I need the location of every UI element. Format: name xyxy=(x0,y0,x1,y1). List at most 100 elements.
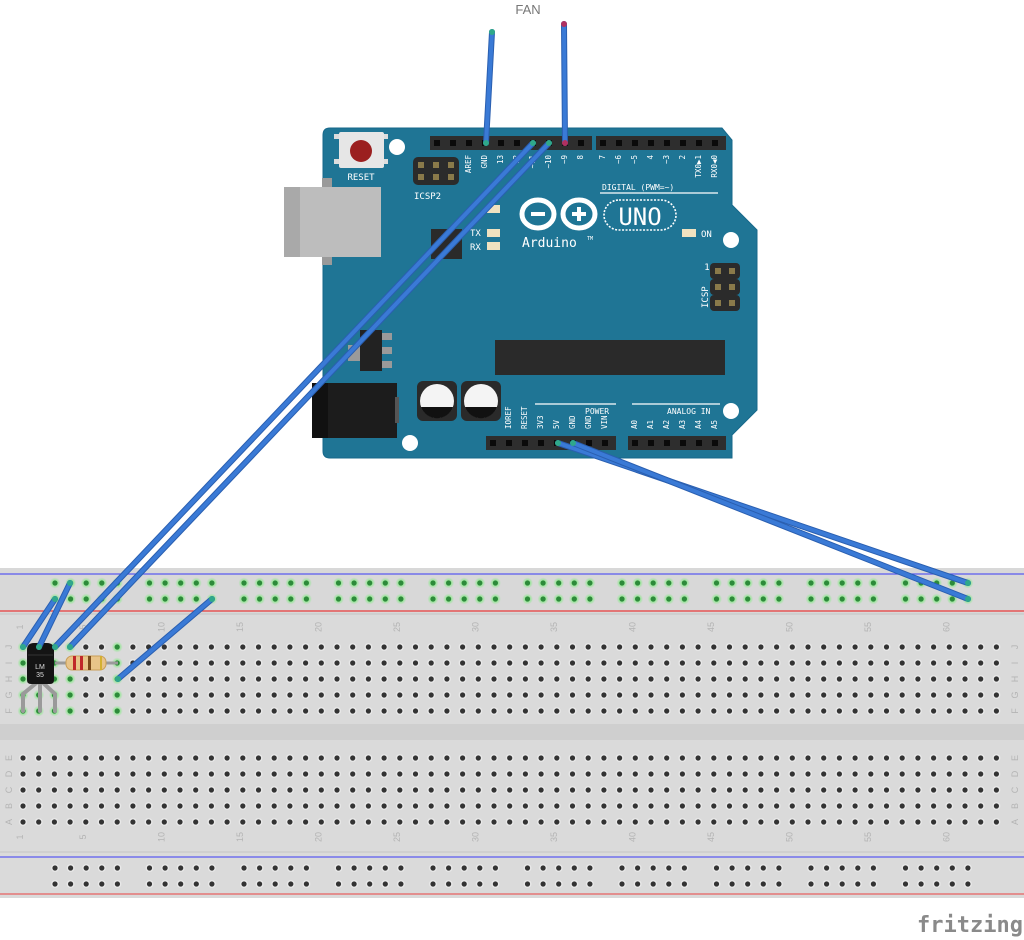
breadboard-hole[interactable] xyxy=(193,660,199,666)
breadboard-hole[interactable] xyxy=(679,755,686,761)
breadboard-hole[interactable] xyxy=(650,865,656,871)
breadboard-hole[interactable] xyxy=(146,865,153,871)
breadboard-hole[interactable] xyxy=(711,755,717,761)
breadboard-hole[interactable] xyxy=(161,787,167,793)
breadboard-hole[interactable] xyxy=(444,692,450,698)
breadboard-hole[interactable] xyxy=(726,803,733,809)
breadboard-hole[interactable] xyxy=(978,676,984,682)
breadboard-hole[interactable] xyxy=(67,771,73,777)
breadboard-hole[interactable] xyxy=(208,771,214,777)
breadboard-hole[interactable] xyxy=(601,819,607,825)
breadboard-hole[interactable] xyxy=(161,771,167,777)
breadboard-hole[interactable] xyxy=(461,580,467,586)
breadboard-hole[interactable] xyxy=(303,771,309,777)
breadboard-hole[interactable] xyxy=(114,787,120,793)
breadboard-hole[interactable] xyxy=(83,787,89,793)
breadboard-hole[interactable] xyxy=(351,580,357,586)
breadboard-hole[interactable] xyxy=(918,596,924,602)
breadboard-hole[interactable] xyxy=(587,596,593,602)
breadboard-hole[interactable] xyxy=(381,708,387,714)
breadboard-hole[interactable] xyxy=(726,819,733,825)
breadboard-hole[interactable] xyxy=(271,803,277,809)
breadboard-hole[interactable] xyxy=(742,803,748,809)
breadboard-hole[interactable] xyxy=(271,660,277,666)
breadboard-hole[interactable] xyxy=(491,708,497,714)
breadboard-hole[interactable] xyxy=(868,771,874,777)
breadboard-hole[interactable] xyxy=(272,865,278,871)
breadboard-hole[interactable] xyxy=(601,692,607,698)
breadboard-hole[interactable] xyxy=(711,692,717,698)
breadboard-hole[interactable] xyxy=(554,644,560,650)
breadboard-hole[interactable] xyxy=(428,692,434,698)
breadboard-hole[interactable] xyxy=(20,819,26,825)
breadboard-hole[interactable] xyxy=(824,865,830,871)
breadboard-hole[interactable] xyxy=(758,708,764,714)
breadboard-hole[interactable] xyxy=(554,771,560,777)
breadboard-hole[interactable] xyxy=(522,787,529,793)
breadboard-hole[interactable] xyxy=(695,676,701,682)
breadboard-hole[interactable] xyxy=(538,771,544,777)
breadboard-hole[interactable] xyxy=(883,708,890,714)
breadboard-hole[interactable] xyxy=(130,755,136,761)
breadboard-hole[interactable] xyxy=(99,580,105,586)
breadboard-hole[interactable] xyxy=(318,803,324,809)
breadboard-hole[interactable] xyxy=(428,771,434,777)
breadboard-hole[interactable] xyxy=(664,771,670,777)
breadboard-hole[interactable] xyxy=(868,803,874,809)
header-pin[interactable] xyxy=(712,140,718,146)
breadboard-hole[interactable] xyxy=(821,708,827,714)
breadboard-hole[interactable] xyxy=(98,755,105,761)
breadboard-hole[interactable] xyxy=(617,660,623,666)
breadboard-hole[interactable] xyxy=(852,708,858,714)
breadboard-hole[interactable] xyxy=(52,881,58,887)
breadboard-hole[interactable] xyxy=(114,881,120,887)
breadboard-hole[interactable] xyxy=(303,865,309,871)
header-pin[interactable] xyxy=(466,140,472,146)
breadboard-hole[interactable] xyxy=(255,755,262,761)
breadboard-hole[interactable] xyxy=(68,881,74,887)
breadboard-hole[interactable] xyxy=(241,865,247,871)
breadboard-hole[interactable] xyxy=(241,881,247,887)
breadboard-hole[interactable] xyxy=(681,596,688,602)
breadboard-hole[interactable] xyxy=(774,708,780,714)
breadboard-hole[interactable] xyxy=(460,819,466,825)
breadboard-hole[interactable] xyxy=(538,803,544,809)
breadboard-hole[interactable] xyxy=(507,771,513,777)
wire-fan-pin9[interactable] xyxy=(561,21,568,146)
breadboard-hole[interactable] xyxy=(726,644,733,650)
breadboard-hole[interactable] xyxy=(758,755,764,761)
breadboard-hole[interactable] xyxy=(585,676,591,682)
breadboard-hole[interactable] xyxy=(271,676,277,682)
breadboard-hole[interactable] xyxy=(271,819,277,825)
breadboard-hole[interactable] xyxy=(868,644,874,650)
breadboard-hole[interactable] xyxy=(51,755,58,761)
breadboard-hole[interactable] xyxy=(758,660,764,666)
breadboard-hole[interactable] xyxy=(193,819,199,825)
breadboard-hole[interactable] xyxy=(303,819,309,825)
wire-end[interactable] xyxy=(530,140,536,146)
breadboard-hole[interactable] xyxy=(271,692,277,698)
breadboard-hole[interactable] xyxy=(98,787,105,793)
breadboard-hole[interactable] xyxy=(412,708,419,714)
breadboard-hole[interactable] xyxy=(208,708,214,714)
breadboard-hole[interactable] xyxy=(758,692,764,698)
breadboard-hole[interactable] xyxy=(303,708,309,714)
breadboard-hole[interactable] xyxy=(569,692,576,698)
breadboard-hole[interactable] xyxy=(209,580,215,586)
wire-end[interactable] xyxy=(209,596,215,602)
breadboard-hole[interactable] xyxy=(287,692,293,698)
breadboard-hole[interactable] xyxy=(962,708,968,714)
breadboard-hole[interactable] xyxy=(855,865,861,871)
breadboard-hole[interactable] xyxy=(461,881,467,887)
breadboard-hole[interactable] xyxy=(20,803,26,809)
breadboard-hole[interactable] xyxy=(98,771,105,777)
breadboard-hole[interactable] xyxy=(318,755,324,761)
breadboard-hole[interactable] xyxy=(946,644,952,650)
breadboard-hole[interactable] xyxy=(711,787,717,793)
breadboard-hole[interactable] xyxy=(742,787,748,793)
wire-end[interactable] xyxy=(555,440,561,446)
breadboard-hole[interactable] xyxy=(287,644,293,650)
breadboard-hole[interactable] xyxy=(729,580,735,586)
breadboard-hole[interactable] xyxy=(839,596,845,602)
breadboard-hole[interactable] xyxy=(836,803,843,809)
